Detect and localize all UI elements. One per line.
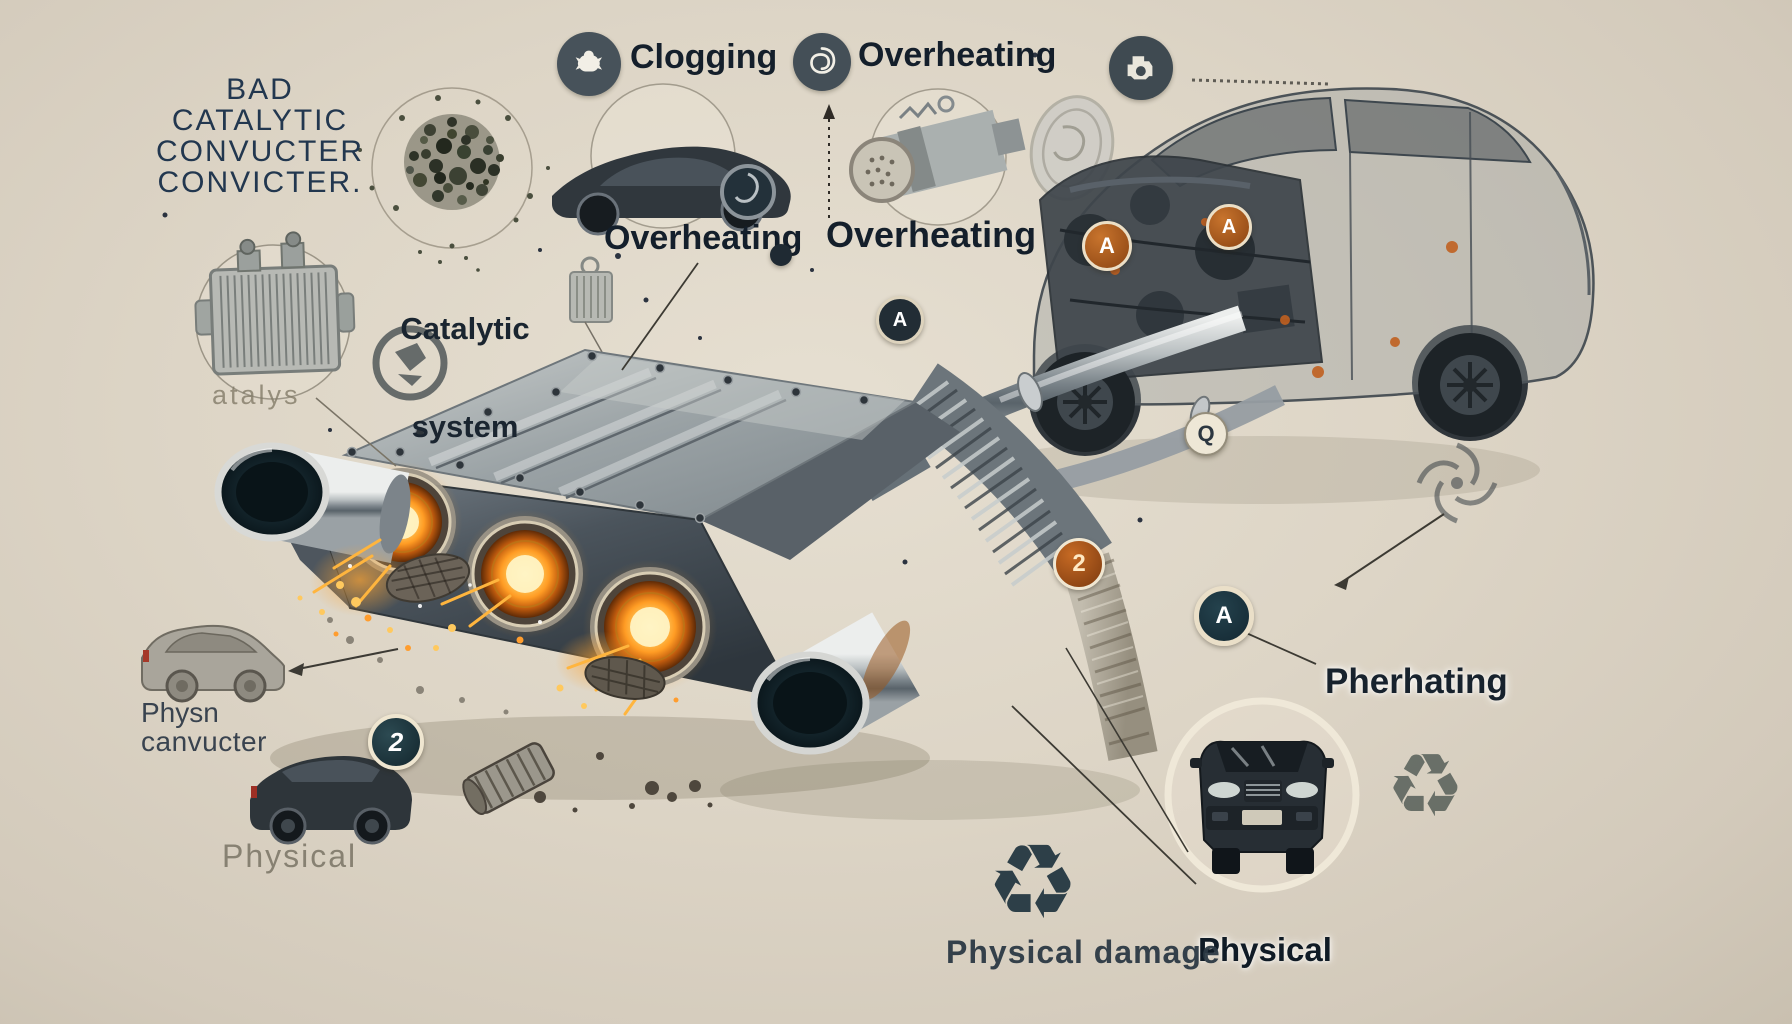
gauge-ring-icon [372,325,448,401]
recycle-icon-outline: ♻ [1386,734,1465,837]
annotation-lines [315,262,1445,885]
arrowhead [1334,577,1349,590]
title-line-3: CONVUCTER [155,135,364,168]
clogging-label: Clogging [630,38,778,76]
canvucter-label: canvucter [141,726,267,757]
badge-q: Q [1184,412,1228,456]
badge-two-left: 2 [368,714,424,770]
overheating-top-label: Overheating [858,36,1057,74]
physical-faint-label: Physical [222,838,358,874]
glowing-port-2 [467,516,583,632]
overheating-converter-inset [849,88,1026,226]
page-title: BAD CATALYTIC CONVUCTER CONVICTER. [150,74,370,198]
small-part-icon [569,256,613,353]
small-dot-badge [770,244,792,266]
cutaway-car [1029,87,1595,456]
front-car-inset [1164,697,1360,893]
overheating-converter-label: Overheating [826,214,1037,255]
gray-hatchback-car [141,624,285,703]
hatchback-arrow [288,648,399,676]
engine-icon [1109,36,1173,100]
recycle-icon-solid: ♻ [986,821,1080,943]
badge-a-ring: A [1194,586,1254,646]
overheat-swirl-icon [793,33,851,91]
overheating-car-label: Overheating [604,219,803,257]
badge-a-triangle: A [876,296,924,344]
pherhating-label: Pherhating [1325,662,1508,701]
title-line-4: CONVICTER. [157,166,363,199]
exhaust-tip-bottom [750,612,920,755]
catalytic-system-label: Catalytic system [400,311,530,444]
badge-a-engine-2: A [1206,204,1252,250]
dark-coupe-car [250,756,412,845]
debris [385,553,713,815]
faint-catalys-label: atalys [212,380,301,410]
substrate-inset [194,231,356,400]
badge-two-orange: 2 [1053,538,1105,590]
pinwheel-icon [1416,442,1498,524]
overheating-car-inset [552,83,791,236]
dotted-line [1191,78,1331,86]
physn-label: Physn [141,697,219,728]
clog-icon [557,32,621,96]
contaminant-cluster-inset [358,87,550,272]
dotted-arrow [823,104,835,218]
physical-damage-bottom-label: Physical damage [946,934,1221,970]
title-line-1: BAD [226,73,294,106]
title-line-2: CATALYTIC [171,104,349,137]
physical-damage-bold-label: Physical damage [1198,931,1332,969]
badge-a-engine-1: A [1082,221,1132,271]
